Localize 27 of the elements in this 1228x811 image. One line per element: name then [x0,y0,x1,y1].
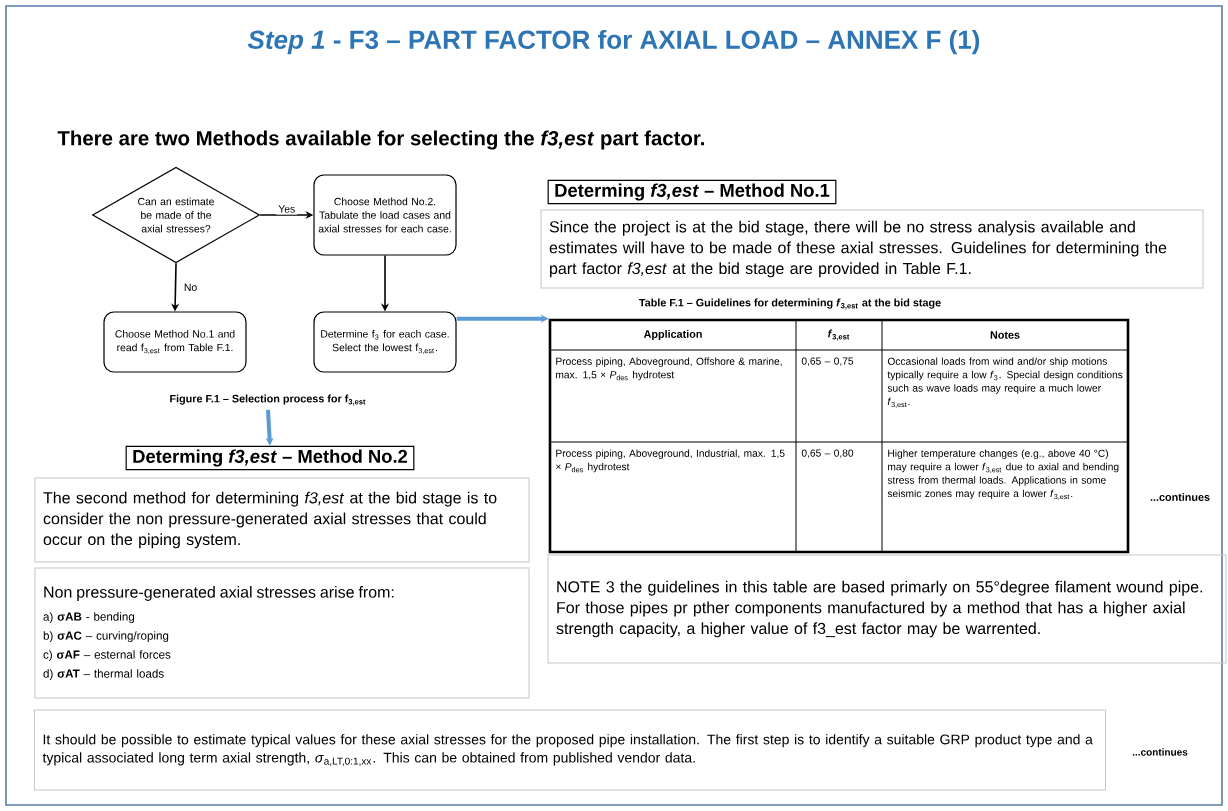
process-box: Determine f$_{3}$ for each case. Select the lowest f$_{3,est}$. [313,311,457,373]
table-cell: Process piping, Aboveground, Offshore & marine, max. 1,5 × P$_{des}$ hydrotest [556,357,782,381]
table-header: Application [643,330,702,341]
table-cell: Process piping, Aboveground, Industrial, max. 1,5 × P$_{des}$ hydrotest [556,449,785,473]
process-box: Choose Method No.1 and read f$_{3,est}$ from Table F.1. [103,311,247,373]
subtitle: There are two Methods available for selecting the f3,est part factor. [57,130,704,150]
title: Step 1 - F3 – PART FACTOR for AXIAL LOAD – ANNEX F (1) [247,29,980,55]
figure-caption: Figure F.1 – Selection process for f$_{3,est}$ [170,394,366,406]
edge-label: Yes [276,203,298,215]
text-box: The second method for determining f3,est at the bid stage is to consider the non pressure-generated axial stresses that could occur on the piping system. [34,477,530,563]
process-box: Choose Method No.2. Tabulate the load cases and axial stresses for each case. [313,174,457,256]
table-header: f$_{3,est}$ [828,329,850,341]
table-cell: Occasional loads from wind and/or ship motions typically require a low f$_{3}$. Special design conditions such as wave loads may require a much lower f$_{3,est}$. [887,357,1123,408]
text-box: It should be possible to estimate typical values for these axial stresses for the proposed pipe installation. The first step is to identify a suitable GRP product type and a typical associated long term axial strength, σ$_{a,LT,0:1,xx}$. This can be obtained from published vendor data. [34,709,1106,791]
table-cell: 0,65 – 0,75 [801,357,854,366]
table-cell: Higher temperature changes (e.g., above 40 °C) may require a lower f$_{3,est}$ due to axial and bending stress from thermal loads. Applications in some seismic zones may require a lower f$_{3,est}$. [887,449,1119,500]
text-box: NOTE 3 the guidelines in this table are based primarly on 55°degree filament wound pipe. For those pipes pr pther components manufactured by a method that has a higher axial strength capacity, a higher value of f3_est factor may be warrented. [547,554,1227,664]
continues-note: ...continues [1132,748,1188,756]
text-box: Non pressure-generated axial stresses arise from: a) σAB - bending b) σAC – curving/roping c) σAF – esternal forces d) σAT – thermal loads [34,567,530,699]
table-header: Notes [990,331,1020,339]
text-box: Since the project is at the bid stage, there will be no stress analysis available and estimates will have to be made of these axial stresses. Guidelines for determining the part factor f3,est at the bid stage are provided in Table F.1. [540,209,1204,289]
edge-label: No [181,281,200,293]
continues-note: ...continues [1150,493,1210,501]
table-cell: 0,65 – 0,80 [801,449,854,458]
heading-box: Determing f3,est – Method No.1 [547,179,837,205]
table-caption: Table F.1 – Guidelines for determining f$_{3,est}$ at the bid stage [639,298,941,310]
heading-box: Determing f3,est – Method No.2 [125,445,415,471]
